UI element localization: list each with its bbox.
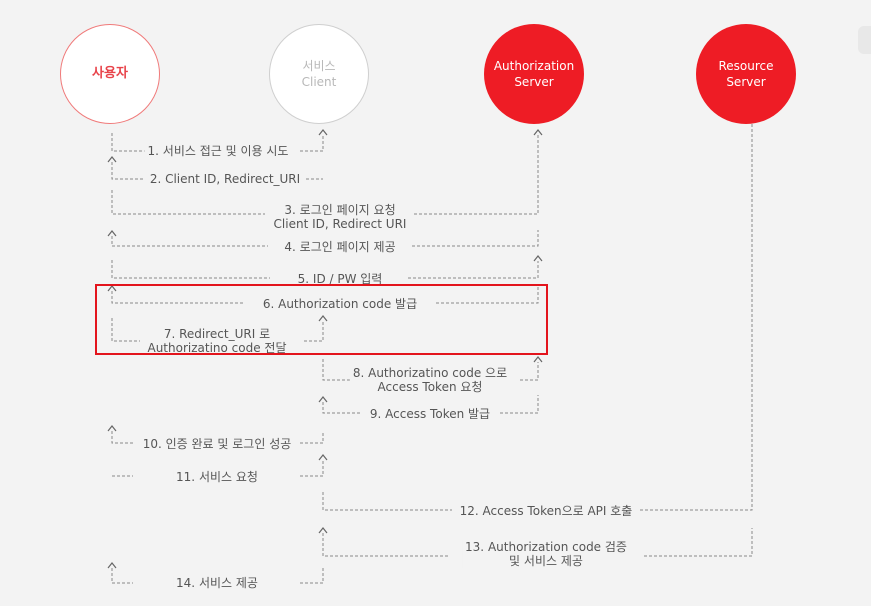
actor-auth-label-1: Authorization bbox=[493, 59, 575, 73]
message-2-text-1: 2. Client ID, Redirect_URI bbox=[149, 172, 301, 186]
message-4-text-1: 4. 로그인 페이지 제공 bbox=[284, 240, 396, 254]
actor-authorization-server: Authorization Server bbox=[484, 24, 584, 124]
message-11-label: 11. 서비스 요청 bbox=[173, 470, 261, 484]
message-8-arrowhead bbox=[533, 356, 543, 363]
message-5-label: 5. ID / PW 입력 bbox=[294, 272, 386, 286]
actor-resource-server: Resource Server bbox=[696, 24, 796, 124]
message-7-line-1 bbox=[111, 318, 140, 342]
message-8-text-2: Access Token 요청 bbox=[377, 380, 483, 394]
message-9-arrowhead bbox=[318, 396, 328, 403]
message-3-text-1: 3. 로그인 페이지 요청 bbox=[284, 203, 396, 217]
message-9-line-2 bbox=[500, 395, 539, 414]
message-14-label: 14. 서비스 제공 bbox=[173, 576, 261, 590]
message-3-text-2: Client ID, Redirect URI bbox=[273, 217, 407, 231]
message-3-arrowhead bbox=[533, 129, 543, 136]
actor-client: 서비스 Client bbox=[269, 24, 369, 124]
message-10-line-2 bbox=[300, 431, 324, 444]
message-13-line-1 bbox=[322, 533, 448, 557]
message-1-line-1 bbox=[111, 133, 145, 152]
message-4-label: 4. 로그인 페이지 제공 bbox=[281, 240, 399, 254]
message-1-label: 1. 서비스 접근 및 이용 시도 bbox=[144, 144, 292, 158]
message-12-line-2 bbox=[640, 90, 753, 511]
edge-tab bbox=[858, 26, 871, 54]
message-2-label: 2. Client ID, Redirect_URI bbox=[146, 172, 304, 186]
message-9-label: 9. Access Token 발급 bbox=[366, 407, 494, 421]
actor-user: 사용자 bbox=[60, 24, 160, 124]
actor-auth-label-2: Server bbox=[514, 75, 554, 89]
message-13-text-2: 및 서비스 제공 bbox=[509, 554, 583, 568]
message-14-arrowhead bbox=[107, 562, 117, 569]
message-10-arrowhead bbox=[107, 425, 117, 432]
message-6-arrowhead bbox=[107, 285, 117, 292]
message-10-text-1: 10. 인증 완료 및 로그인 성공 bbox=[142, 437, 292, 451]
message-13-line-2 bbox=[644, 528, 753, 557]
message-6-line-1 bbox=[111, 291, 244, 304]
actor-res-label-2: Server bbox=[726, 75, 766, 89]
message-4-arrowhead bbox=[107, 230, 117, 237]
message-8-line-1 bbox=[322, 359, 352, 381]
message-3-line-2 bbox=[414, 135, 539, 215]
message-7-arrowhead bbox=[318, 315, 328, 322]
message-14-line-1 bbox=[111, 568, 133, 584]
actor-client-label-1: 서비스 bbox=[302, 59, 336, 73]
message-6-text-1: 6. Authorization code 발급 bbox=[262, 297, 418, 311]
message-10-label: 10. 인증 완료 및 로그인 성공 bbox=[139, 437, 295, 451]
message-9-text-1: 9. Access Token 발급 bbox=[369, 407, 491, 421]
message-10-line-1 bbox=[111, 431, 133, 444]
actor-res-label-1: Resource bbox=[718, 59, 774, 73]
message-5-line-1 bbox=[111, 260, 270, 279]
message-12-text-1: 12. Access Token으로 API 호출 bbox=[459, 504, 633, 518]
message-8-line-2 bbox=[520, 362, 539, 381]
message-6-line-2 bbox=[436, 287, 539, 304]
message-5-text-1: 5. ID / PW 입력 bbox=[297, 272, 383, 286]
highlight-box bbox=[95, 284, 548, 355]
actor-user-label: 사용자 bbox=[92, 66, 128, 81]
message-11-arrowhead bbox=[318, 454, 328, 461]
message-5-arrowhead bbox=[533, 255, 543, 262]
message-2-line-1 bbox=[111, 162, 145, 180]
message-1-text-1: 1. 서비스 접근 및 이용 시도 bbox=[147, 144, 289, 158]
message-7-line-2 bbox=[304, 321, 324, 342]
message-11-line-2 bbox=[300, 460, 324, 477]
message-4-line-2 bbox=[412, 230, 539, 247]
message-1-line-2 bbox=[300, 135, 324, 152]
message-4-line-1 bbox=[111, 236, 268, 247]
message-14-line-2 bbox=[300, 568, 324, 584]
message-9-line-1 bbox=[322, 402, 362, 414]
message-5-line-2 bbox=[408, 261, 539, 279]
message-13-arrowhead bbox=[318, 527, 328, 534]
message-2-arrowhead bbox=[107, 156, 117, 163]
message-1-arrowhead bbox=[318, 129, 328, 136]
message-12-label: 12. Access Token으로 API 호출 bbox=[456, 504, 636, 518]
message-3-line-1 bbox=[111, 190, 265, 215]
message-8-text-1: 8. Authorizatino code 으로 bbox=[352, 366, 508, 380]
message-6-label: 6. Authorization code 발급 bbox=[259, 297, 421, 311]
message-7-text-1: 7. Redirect_URI 로 bbox=[163, 327, 271, 341]
actor-client-label-2: Client bbox=[301, 75, 337, 89]
message-7-text-2: Authorizatino code 전달 bbox=[147, 341, 287, 355]
message-14-text-1: 14. 서비스 제공 bbox=[176, 576, 258, 590]
message-13-text-1: 13. Authorization code 검증 bbox=[465, 540, 627, 554]
message-12-line-1 bbox=[322, 492, 452, 511]
message-11-text-1: 11. 서비스 요청 bbox=[176, 470, 258, 484]
